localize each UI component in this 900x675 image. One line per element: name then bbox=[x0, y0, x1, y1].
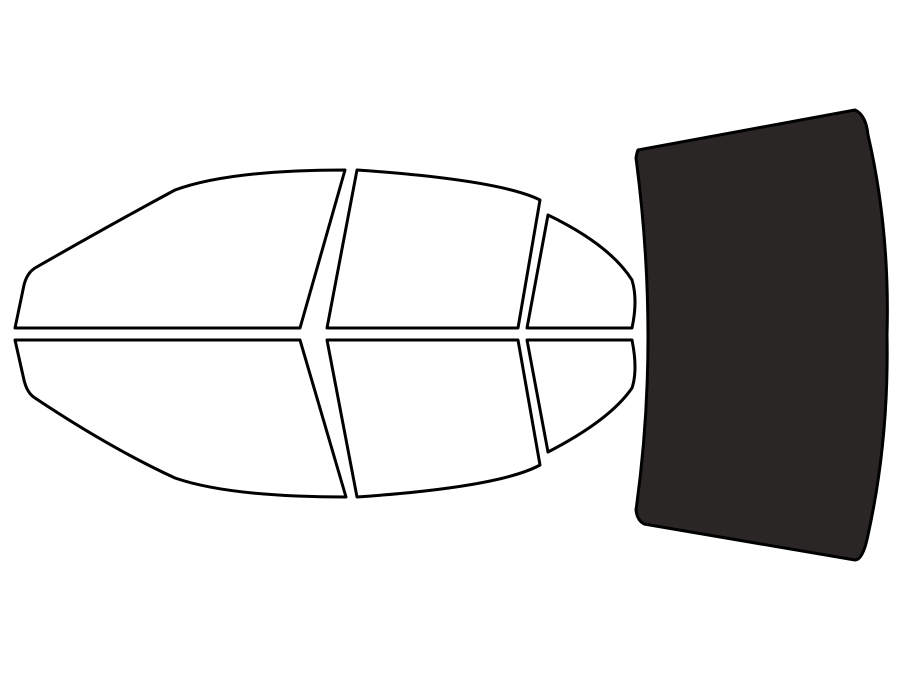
passenger-rear-door-window[interactable] bbox=[325, 338, 542, 499]
driver-rear-door-window[interactable] bbox=[325, 168, 542, 330]
driver-quarter-window[interactable] bbox=[525, 213, 637, 330]
passenger-front-door-window[interactable] bbox=[13, 338, 348, 499]
driver-front-door-window[interactable] bbox=[13, 168, 347, 330]
passenger-quarter-window[interactable] bbox=[525, 338, 637, 454]
rear-windshield[interactable] bbox=[634, 108, 889, 562]
